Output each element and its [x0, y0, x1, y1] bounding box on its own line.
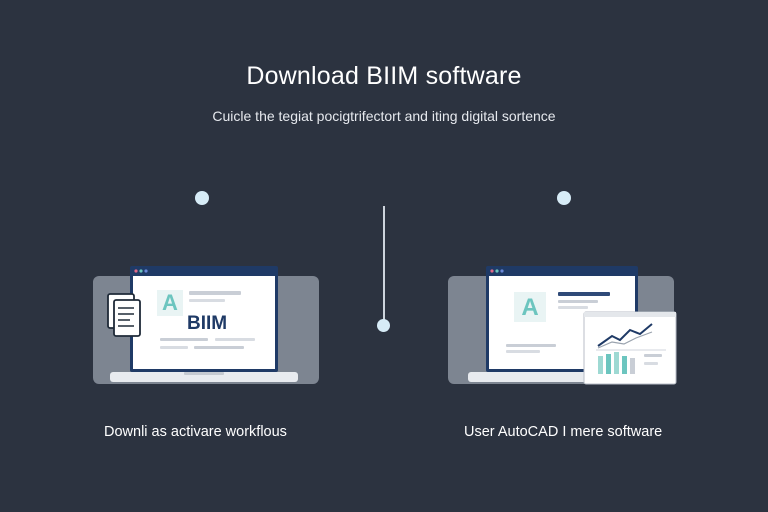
timeline-divider — [383, 206, 385, 320]
page-title: Download BIIM software — [246, 62, 522, 90]
timeline-dot-right — [557, 191, 571, 205]
right-laptop-illustration[interactable]: A — [446, 262, 686, 392]
left-laptop-illustration[interactable]: A BIIM — [90, 262, 330, 392]
document-icon — [107, 293, 141, 337]
chart-icon — [583, 311, 677, 385]
left-caption: Downli as activare workflous — [104, 424, 287, 440]
timeline-dot-center — [377, 319, 390, 332]
page-subtitle: Cuicle the tegiat pocigtrifectort and it… — [212, 108, 556, 124]
right-logo-letter: A — [521, 294, 538, 321]
timeline-dot-left — [195, 191, 209, 205]
app-logo-icon: A — [157, 290, 183, 316]
left-laptop-base — [110, 372, 298, 382]
left-screen-heading: BIIM — [187, 313, 227, 334]
app-logo-icon: A — [514, 292, 546, 322]
right-caption: User AutoCAD I mere software — [464, 424, 663, 440]
left-logo-letter: A — [162, 290, 178, 315]
